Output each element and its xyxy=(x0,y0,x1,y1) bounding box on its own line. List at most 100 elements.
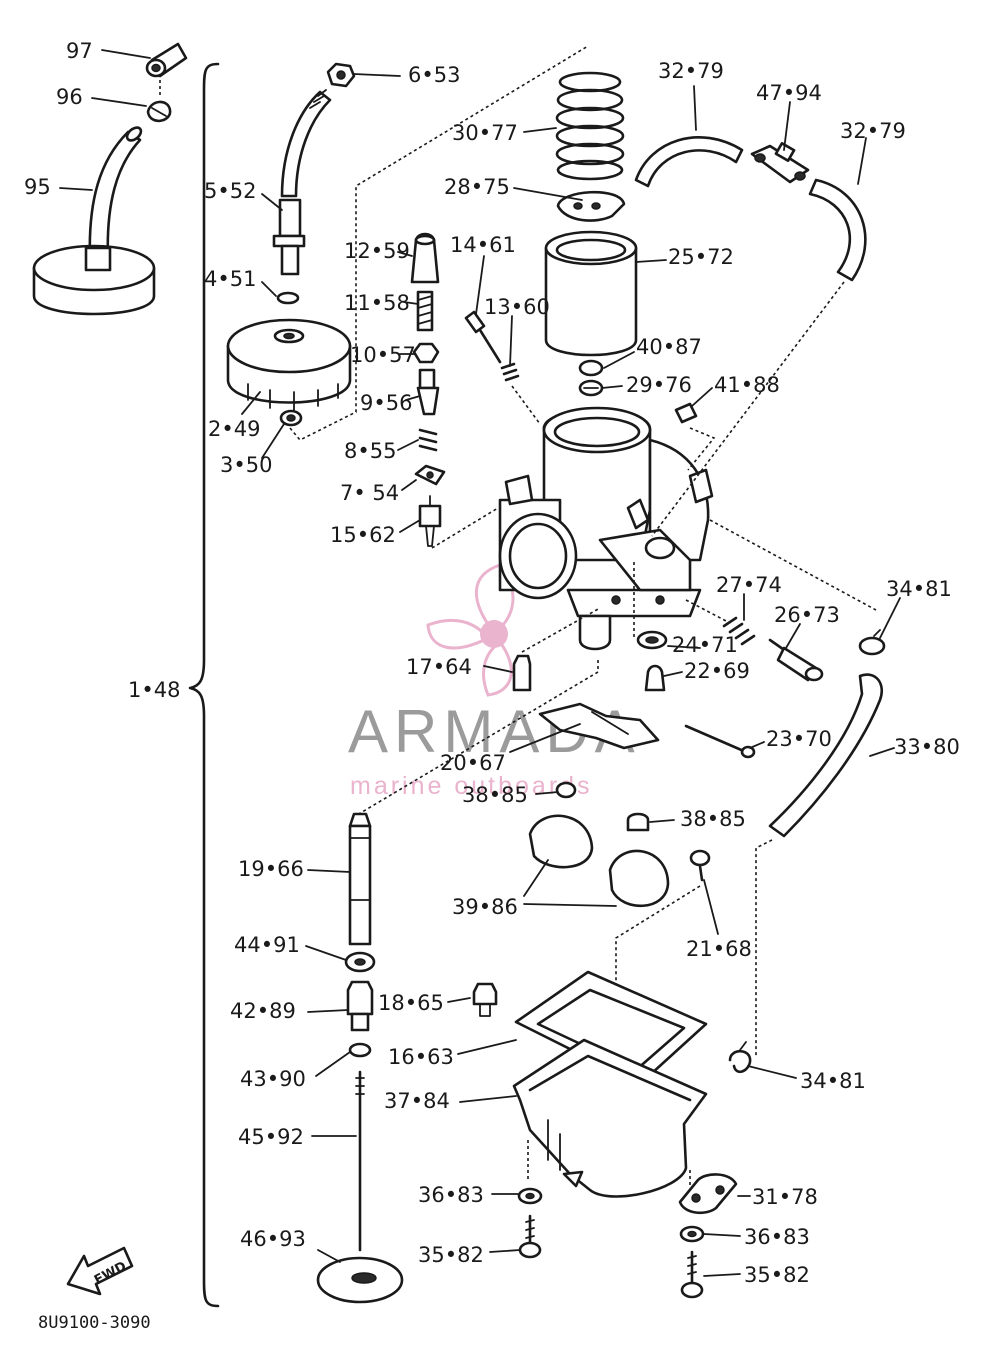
part-28-retainer xyxy=(556,190,626,222)
callout-46-93: 46•93 xyxy=(240,1227,306,1251)
part-36-washer-b xyxy=(679,1225,705,1243)
part-15-screw xyxy=(418,495,442,547)
part-27-spring xyxy=(722,616,756,646)
part-9-adjuster xyxy=(416,368,440,416)
air-vent-assembly xyxy=(32,42,188,316)
callout-39-86: 39•86 xyxy=(452,895,518,919)
propeller-logo xyxy=(426,563,515,697)
callout-33-80: 33•80 xyxy=(894,735,960,759)
callout-24-71: 24•71 xyxy=(672,633,738,657)
part-44-washer xyxy=(344,951,376,973)
part-31-plate xyxy=(678,1173,738,1215)
part-37-float-chamber xyxy=(512,1038,708,1198)
callout-20-67: 20•67 xyxy=(440,751,506,775)
part-19-main-nozzle xyxy=(348,812,372,946)
part-22-jet xyxy=(644,664,666,692)
callout-4-51: 4•51 xyxy=(204,267,256,291)
callout-32-79-left: 32•79 xyxy=(658,59,724,83)
part-38-cap-a xyxy=(555,781,577,799)
callout-31-78: 31•78 xyxy=(752,1185,818,1209)
callout-97: 97 xyxy=(66,39,93,63)
part-18-drain-screw xyxy=(472,982,498,1017)
part-96-clip xyxy=(146,100,172,123)
callout-36-83-b: 36•83 xyxy=(744,1225,810,1249)
part-14-pilot-screw xyxy=(464,310,502,364)
callout-17-64: 17•64 xyxy=(406,655,472,679)
part-21-needle-valve xyxy=(689,849,711,882)
callout-34-81-upper: 34•81 xyxy=(886,577,952,601)
callout-23-70: 23•70 xyxy=(766,727,832,751)
callout-9-56: 9•56 xyxy=(360,391,412,415)
part-36-washer-a xyxy=(517,1187,543,1205)
callout-30-77: 30•77 xyxy=(452,121,518,145)
part-46-washer xyxy=(316,1256,404,1304)
diagram-code: 8U9100-3090 xyxy=(38,1313,151,1333)
part-32-hose-right xyxy=(808,178,867,282)
air-jet-stack xyxy=(633,562,824,692)
part-33-drain-hose xyxy=(768,673,883,838)
part-47-joint xyxy=(750,142,810,184)
callout-28-75: 28•75 xyxy=(444,175,510,199)
part-5-tube-fitting xyxy=(272,89,332,276)
callout-38-85-a: 38•85 xyxy=(462,783,528,807)
callout-22-69: 22•69 xyxy=(684,659,750,683)
part-20-float-arm xyxy=(538,702,660,750)
part-30-spring xyxy=(555,71,625,181)
callout-26-73: 26•73 xyxy=(774,603,840,627)
part-40-washer xyxy=(578,359,604,377)
callout-27-74: 27•74 xyxy=(716,573,782,597)
part-6-nut xyxy=(326,62,356,88)
callout-15-62: 15•62 xyxy=(330,523,396,547)
callout-10-57: 10•57 xyxy=(350,343,416,367)
callout-44-91: 44•91 xyxy=(234,933,300,957)
callout-34-81-lower: 34•81 xyxy=(800,1069,866,1093)
callout-25-72: 25•72 xyxy=(668,245,734,269)
part-4-o-ring xyxy=(276,291,300,305)
pilot-screw-assembly xyxy=(464,310,541,425)
callout-12-59: 12•59 xyxy=(344,239,410,263)
part-17-jet xyxy=(512,654,532,692)
part-8-spring xyxy=(418,428,438,452)
part-34-clip-upper xyxy=(858,629,886,656)
part-2-mixing-chamber-cap xyxy=(226,318,352,411)
part-35-screw-a xyxy=(518,1214,542,1259)
callout-2-49: 2•49 xyxy=(208,417,260,441)
callout-37-84: 37•84 xyxy=(384,1089,450,1113)
callout-1-48: 1•48 xyxy=(128,678,180,702)
callout-11-58: 11•58 xyxy=(344,291,410,315)
part-95-tube-cap xyxy=(32,126,156,316)
part-23-pin xyxy=(684,724,756,759)
callout-16-63: 16•63 xyxy=(388,1045,454,1069)
part-11-screw xyxy=(416,290,434,332)
part-24-washer xyxy=(636,630,668,650)
part-12-cap xyxy=(410,232,440,284)
callout-14-61: 14•61 xyxy=(450,233,516,257)
part-13-spring xyxy=(500,362,520,382)
part-42-main-jet xyxy=(346,980,374,1032)
part-43-o-ring xyxy=(348,1042,372,1058)
part-26-screw xyxy=(768,638,824,682)
callout-36-83-a: 36•83 xyxy=(418,1183,484,1207)
assembly-brace xyxy=(188,62,220,1308)
callout-95: 95 xyxy=(24,175,51,199)
callout-96: 96 xyxy=(56,85,83,109)
callout-47-94: 47•94 xyxy=(756,81,822,105)
part-25-throttle-valve xyxy=(544,230,638,357)
callout-45-92: 45•92 xyxy=(238,1125,304,1149)
callout-3-50: 3•50 xyxy=(220,453,272,477)
callout-18-65: 18•65 xyxy=(378,991,444,1015)
callout-43-90: 43•90 xyxy=(240,1067,306,1091)
carburetor-body xyxy=(498,406,714,651)
callout-5-52: 5•52 xyxy=(204,179,256,203)
part-38-cap-b xyxy=(626,812,650,832)
callout-13-60: 13•60 xyxy=(484,295,550,319)
callout-29-76: 29•76 xyxy=(626,373,692,397)
callout-21-68: 21•68 xyxy=(686,937,752,961)
callout-labels: 97 96 95 6•53 5•52 4•51 2•49 3•50 12•59 … xyxy=(24,39,960,1287)
callout-42-89: 42•89 xyxy=(230,999,296,1023)
callout-7-54: 7• 54 xyxy=(340,481,399,505)
callout-6-53: 6•53 xyxy=(408,63,460,87)
slide-assembly xyxy=(544,71,638,397)
callout-8-55: 8•55 xyxy=(344,439,396,463)
